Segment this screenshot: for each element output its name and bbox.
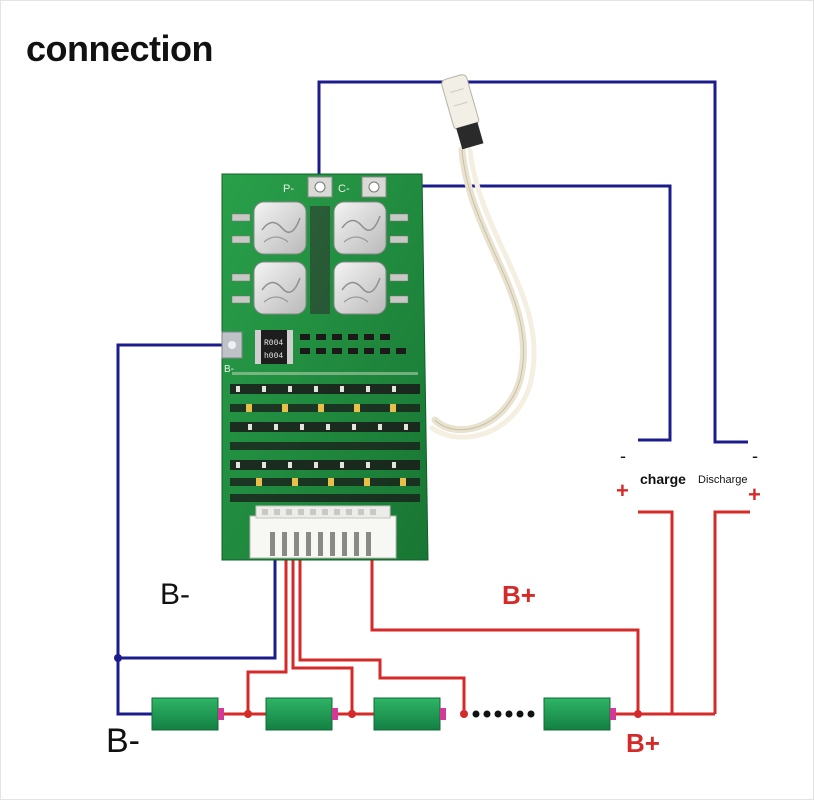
balance-lead-1 [246, 558, 288, 712]
temperature-sensor-cable [429, 74, 537, 440]
b-plus-label-top: B+ [502, 580, 536, 610]
discharge-minus-wire [317, 80, 748, 444]
charge-label: charge [640, 471, 686, 487]
shunt-resistor: R004 h004 [255, 330, 293, 364]
b-minus-junction [114, 654, 122, 662]
mosfet-3 [253, 261, 307, 315]
ellipsis-dots [472, 710, 535, 718]
temperature-probe [441, 74, 484, 150]
battery-cell-3 [373, 697, 446, 731]
battery-cell-1 [151, 697, 224, 731]
pad-b-minus-label: B- [224, 364, 234, 375]
b-minus-label-bottom: B- [106, 722, 140, 760]
b-minus-pad-wire [116, 343, 228, 716]
mosfet-group [231, 201, 409, 315]
positive-wires [223, 510, 750, 716]
balance-lead-2 [291, 558, 354, 712]
negative-wires [116, 80, 748, 716]
charge-minus-sign: - [620, 446, 626, 466]
discharge-label: Discharge [698, 474, 748, 486]
smd-components [232, 334, 418, 375]
diagram-title: connection [26, 28, 214, 69]
mosfet-2 [333, 201, 387, 255]
balance-lead-3 [298, 558, 466, 712]
resistor-marking-2: h004 [264, 352, 283, 361]
discharge-plus-wire [713, 510, 750, 714]
discharge-minus-sign: - [752, 446, 758, 466]
b-plus-label-bottom: B+ [626, 728, 660, 758]
balance-connector [249, 505, 397, 559]
charge-minus-wire [373, 184, 672, 442]
charge-plus-wire [638, 510, 674, 714]
protection-board: P- C- [221, 173, 429, 561]
discharge-plus-sign: + [748, 482, 761, 507]
mosfet-1 [253, 201, 307, 255]
balance-lead-b-minus [118, 558, 277, 660]
resistor-marking-1: R004 [264, 339, 283, 348]
battery-pack [151, 697, 616, 731]
balance-lead-main [370, 558, 640, 716]
battery-cell-4 [543, 697, 616, 731]
battery-cell-2 [265, 697, 338, 731]
balance-circuit-rows [230, 384, 420, 502]
b-minus-label-top: B- [160, 578, 190, 611]
pad-c-minus-label: C- [338, 183, 350, 195]
charge-plus-sign: + [616, 478, 629, 503]
pad-p-minus-label: P- [283, 183, 294, 195]
mosfet-4 [333, 261, 387, 315]
positive-junctions [244, 710, 642, 718]
